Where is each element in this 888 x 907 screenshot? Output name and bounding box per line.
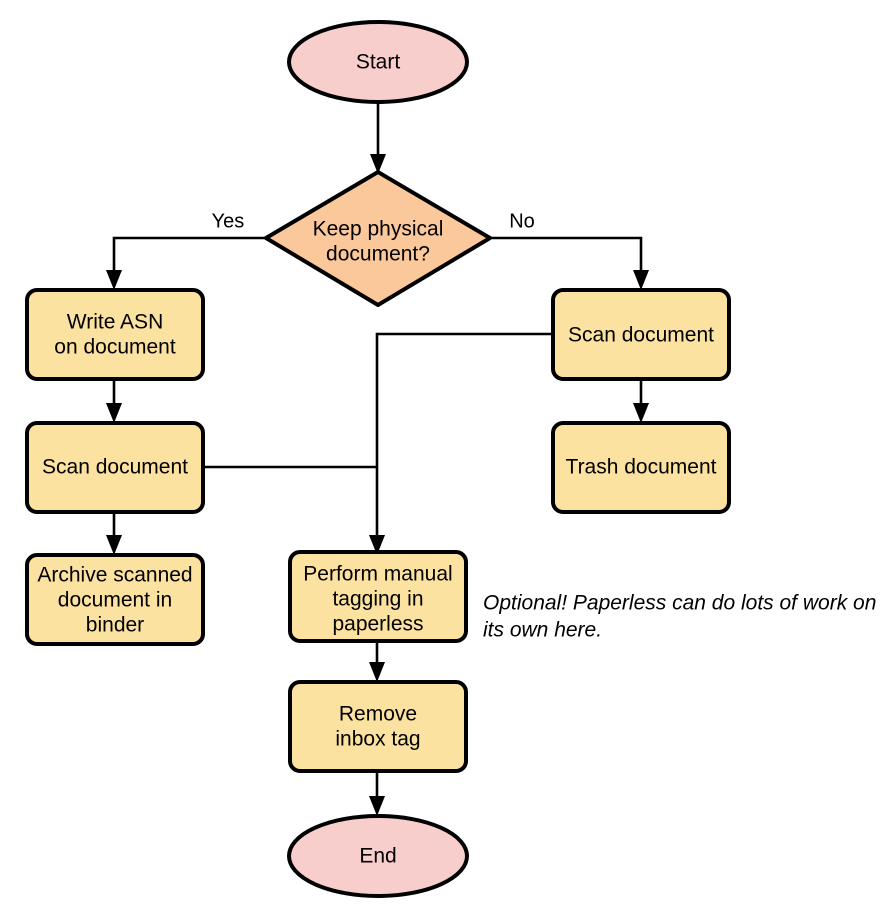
archive-binder-label-line2: document in bbox=[58, 589, 172, 612]
node-start[interactable]: Start bbox=[287, 20, 469, 104]
manual-tagging-label-line1: Perform manual bbox=[303, 563, 452, 586]
optional-note-line1: Optional! Paperless can do lots of work … bbox=[483, 592, 876, 615]
decision-label-line2: document? bbox=[326, 243, 430, 266]
node-archive-scanned-document-in-binder[interactable]: Archive scanned document in binder bbox=[25, 553, 205, 646]
annotation-optional-note: Optional! Paperless can do lots of work … bbox=[483, 592, 876, 642]
edge-start-to-decision bbox=[370, 104, 386, 174]
node-end[interactable]: End bbox=[287, 814, 469, 898]
edge-scan-left-to-archive bbox=[106, 511, 122, 555]
node-perform-manual-tagging[interactable]: Perform manual tagging in paperless bbox=[288, 550, 468, 643]
decision-label-line1: Keep physical bbox=[313, 218, 444, 241]
write-asn-label-line2: on document bbox=[54, 336, 176, 359]
archive-binder-label-line3: binder bbox=[86, 614, 144, 637]
node-write-asn-on-document[interactable]: Write ASN on document bbox=[25, 288, 205, 381]
node-keep-physical-document[interactable]: Keep physical document? bbox=[264, 170, 492, 307]
end-label: End bbox=[359, 845, 396, 868]
node-scan-document-left[interactable]: Scan document bbox=[25, 421, 205, 514]
edge-scan-right-to-trash bbox=[633, 379, 649, 423]
start-ellipse bbox=[287, 20, 469, 104]
trash-label: Trash document bbox=[566, 456, 717, 479]
optional-note-line2: its own here. bbox=[483, 619, 602, 642]
scan-right-box bbox=[551, 288, 731, 381]
edge-remove-inbox-to-end bbox=[369, 771, 385, 816]
write-asn-label-line1: Write ASN bbox=[67, 311, 163, 334]
manual-tagging-label-line3: paperless bbox=[332, 613, 423, 636]
node-remove-inbox-tag[interactable]: Remove inbox tag bbox=[288, 680, 468, 773]
archive-binder-label-line1: Archive scanned bbox=[37, 564, 192, 587]
edge-write-asn-to-scan-left bbox=[106, 379, 122, 423]
remove-inbox-label-line1: Remove bbox=[339, 703, 417, 726]
manual-tagging-label-line2: tagging in bbox=[332, 588, 423, 611]
end-ellipse bbox=[287, 814, 469, 898]
node-trash-document[interactable]: Trash document bbox=[551, 421, 731, 514]
edge-decision-no-to-scan-right bbox=[490, 236, 649, 290]
trash-box bbox=[551, 421, 731, 514]
edge-label-no: No bbox=[509, 210, 535, 232]
scan-left-label: Scan document bbox=[42, 456, 188, 479]
decision-diamond bbox=[264, 170, 492, 307]
remove-inbox-label-line2: inbox tag bbox=[335, 728, 420, 751]
manual-tagging-box bbox=[288, 550, 468, 643]
edge-label-yes: Yes bbox=[212, 210, 245, 232]
write-asn-box bbox=[25, 288, 205, 381]
scan-left-box bbox=[25, 421, 205, 514]
edge-manual-tagging-to-remove-inbox bbox=[369, 641, 385, 682]
start-label: Start bbox=[356, 51, 401, 74]
node-scan-document-right[interactable]: Scan document bbox=[551, 288, 731, 381]
scan-right-label: Scan document bbox=[568, 324, 714, 347]
edge-decision-yes-to-write-asn bbox=[106, 236, 266, 290]
remove-inbox-box bbox=[288, 680, 468, 773]
archive-binder-box bbox=[25, 553, 205, 646]
edge-scan-right-to-manual-tagging bbox=[369, 332, 553, 555]
